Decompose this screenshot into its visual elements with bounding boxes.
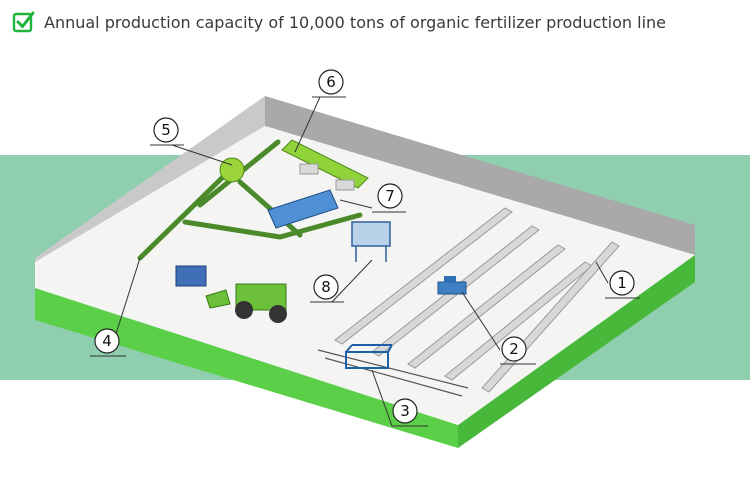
callout-number-8: 8 — [321, 278, 331, 296]
back-wall — [265, 96, 695, 255]
callout-numbers: 1 2 3 4 5 6 7 8 — [102, 73, 627, 420]
callout-circle-8 — [313, 274, 339, 300]
callout-number-4: 4 — [102, 332, 112, 350]
callout-circles — [94, 69, 635, 424]
title-bar: Annual production capacity of 10,000 ton… — [12, 8, 666, 36]
callout-number-2: 2 — [509, 340, 519, 358]
turner-rails — [317, 349, 469, 397]
callout-circle-3 — [392, 398, 418, 424]
platform-front-side — [35, 288, 458, 448]
page-title: Annual production capacity of 10,000 ton… — [44, 12, 667, 32]
feeder-bin — [175, 265, 207, 287]
rotary-screen-machine — [267, 189, 339, 229]
callout-circle-6 — [318, 69, 344, 95]
callout-number-5: 5 — [161, 121, 171, 139]
callout-circle-4 — [94, 328, 120, 354]
callout-number-1: 1 — [617, 274, 627, 292]
checkbox-check-icon — [12, 11, 35, 33]
callout-lines — [90, 96, 640, 427]
callout-circle-1 — [609, 270, 635, 296]
callout-number-7: 7 — [385, 187, 395, 205]
callout-circle-2 — [501, 336, 527, 362]
platform-right-side — [458, 255, 695, 448]
callout-circle-5 — [153, 117, 179, 143]
callout-circle-7 — [377, 183, 403, 209]
callout-number-3: 3 — [400, 402, 410, 420]
packing-machine — [351, 221, 391, 262]
belt-conveyors — [137, 139, 363, 261]
transfer-car-machine — [345, 344, 393, 369]
left-wall — [35, 96, 265, 262]
crusher-wheel — [219, 157, 245, 183]
compost-turner-machine — [437, 276, 467, 295]
callout-number-6: 6 — [326, 73, 336, 91]
wheel-loader — [205, 283, 287, 323]
rotary-drum-dryer — [281, 139, 369, 191]
